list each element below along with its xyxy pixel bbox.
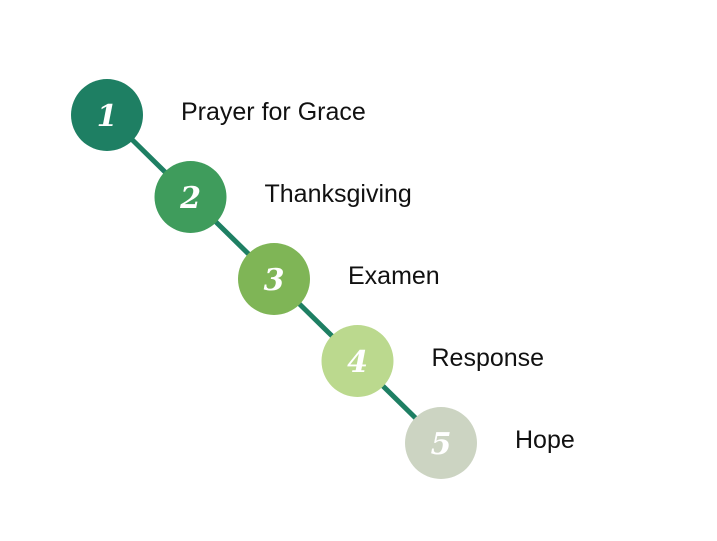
step-circle — [405, 407, 477, 479]
step-circle — [71, 79, 143, 151]
step-circle — [321, 325, 394, 397]
step-number: 3 — [264, 263, 285, 298]
step-number: 4 — [347, 345, 368, 380]
step-1: 1 Prayer for Grace — [71, 79, 366, 151]
step-4: 4 Response — [321, 325, 545, 397]
step-label: Hope — [515, 426, 575, 454]
step-label: Prayer for Grace — [181, 98, 366, 126]
step-circle — [238, 243, 310, 315]
step-label: Thanksgiving — [265, 180, 412, 208]
step-list: 1 Prayer for Grace 2 Thanksgiving 3 Examen 4 Re… — [71, 79, 575, 479]
step-5: 5 Hope — [405, 407, 575, 479]
step-circle — [154, 161, 227, 233]
step-number: 5 — [431, 427, 452, 462]
step-3: 3 Examen — [238, 243, 440, 315]
step-number: 1 — [97, 99, 118, 134]
step-label: Examen — [348, 262, 440, 290]
step-label: Response — [432, 344, 545, 372]
step-number: 2 — [179, 181, 201, 216]
step-2: 2 Thanksgiving — [154, 161, 412, 233]
